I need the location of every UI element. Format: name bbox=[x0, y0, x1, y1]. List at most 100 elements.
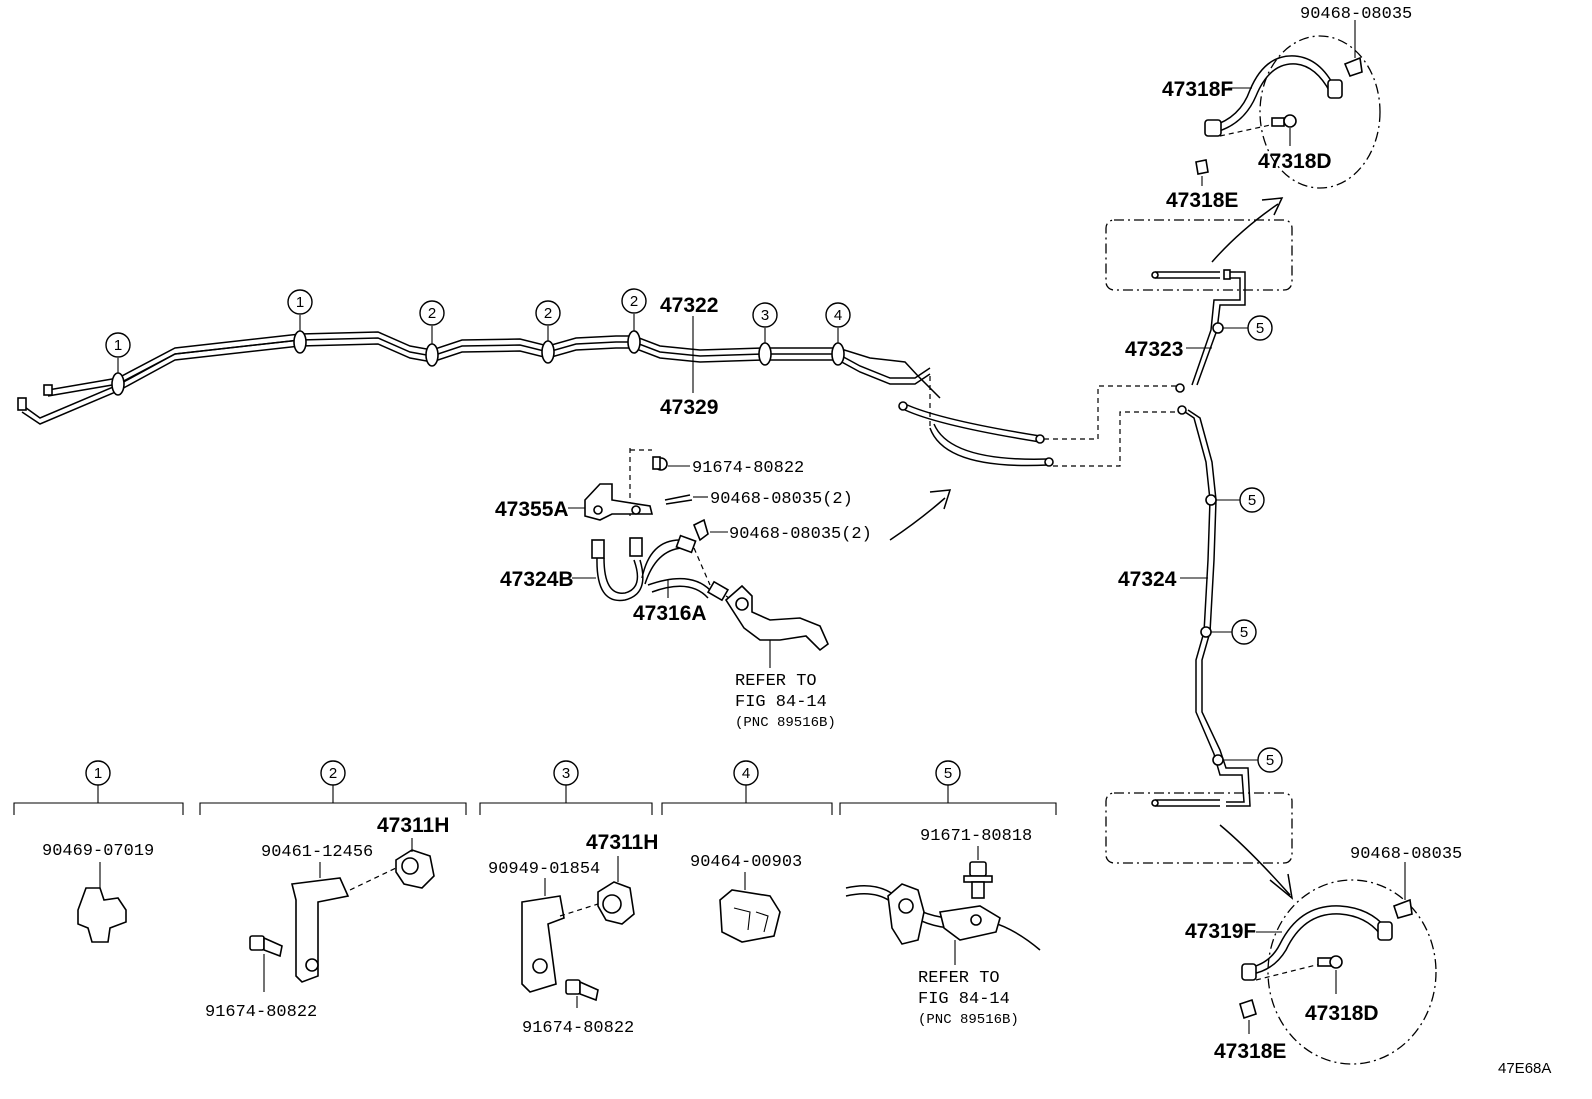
refer-text-g5-2: FIG 84-14 bbox=[918, 990, 1010, 1009]
callout-1 bbox=[287, 289, 313, 315]
part-label-47324: 47324 bbox=[1118, 568, 1177, 591]
clip-icon bbox=[1343, 56, 1363, 77]
callout-2 bbox=[535, 300, 561, 326]
callout-2 bbox=[419, 300, 445, 326]
part-label-90461-12456: 90461-12456 bbox=[261, 843, 373, 862]
callout-5 bbox=[1257, 747, 1283, 773]
refer-text-g5-1: REFER TO bbox=[918, 969, 1000, 988]
legend-2-number: 2 bbox=[329, 765, 337, 782]
part-label-47318E-bottom: 47318E bbox=[1214, 1040, 1286, 1063]
callout-2-label: 2 bbox=[630, 293, 638, 310]
bracket-icon bbox=[584, 483, 654, 521]
part-label-90468-08035-bottom: 90468-08035 bbox=[1350, 845, 1462, 864]
part-label-47311H-a: 47311H bbox=[377, 814, 449, 837]
callout-5-label: 5 bbox=[1256, 320, 1264, 337]
tube-clip bbox=[425, 343, 439, 367]
callout-5 bbox=[1239, 487, 1265, 513]
bolt-icon bbox=[1283, 114, 1297, 128]
part-label-47323: 47323 bbox=[1125, 338, 1183, 361]
callout-5-label: 5 bbox=[1266, 752, 1274, 769]
part-label-90469-07019: 90469-07019 bbox=[42, 842, 154, 861]
legend-group-1: 1 90469-07019 bbox=[13, 760, 184, 943]
bolt-icon bbox=[969, 861, 987, 877]
bracket-icon bbox=[521, 895, 565, 993]
refer-text-3: (PNC 89516B) bbox=[735, 715, 836, 731]
part-label-91674-80822: 91674-80822 bbox=[692, 459, 804, 478]
callout-2-label: 2 bbox=[428, 305, 436, 322]
tube-clip bbox=[111, 372, 125, 396]
main-tube-labels: 47322 47329 bbox=[660, 294, 718, 419]
part-label-47319F: 47319F bbox=[1185, 920, 1256, 943]
bolt-icon bbox=[579, 980, 599, 1002]
callout-3-label: 3 bbox=[761, 307, 769, 324]
main-callouts: 1 1 2 2 2 3 4 bbox=[105, 288, 851, 373]
part-label-47355A: 47355A bbox=[495, 498, 569, 521]
tube-fitting bbox=[43, 384, 53, 396]
callout-4 bbox=[825, 302, 851, 328]
callout-5 bbox=[1231, 619, 1257, 645]
callout-1 bbox=[105, 332, 131, 358]
main-brake-tube-pair bbox=[17, 330, 941, 425]
part-label-91674-80822-a: 91674-80822 bbox=[205, 1003, 317, 1022]
part-label-90468-08035-2a: 90468-08035(2) bbox=[710, 490, 853, 509]
tube-clip bbox=[758, 342, 772, 366]
tube-fitting bbox=[17, 397, 27, 411]
detail-box-bottom bbox=[1105, 792, 1293, 864]
legend-group-2: 2 90461-12456 47311H 91674-80822 bbox=[199, 760, 467, 1022]
callout-1-label: 1 bbox=[296, 294, 304, 311]
part-label-47318E-top: 47318E bbox=[1166, 189, 1238, 212]
clip-icon bbox=[1392, 898, 1413, 919]
tube-clip bbox=[627, 330, 641, 354]
tube-clip bbox=[831, 342, 845, 366]
part-label-47311H-b: 47311H bbox=[586, 831, 658, 854]
part-label-91674-80822-b: 91674-80822 bbox=[522, 1019, 634, 1038]
part-label-90464-00903: 90464-00903 bbox=[690, 853, 802, 872]
legend-group-5: 5 91671-80818 REFER TO FIG 84-14 (PNC 89… bbox=[839, 760, 1057, 1028]
legend-5-number: 5 bbox=[944, 765, 952, 782]
bottom-right-detail: 90468-08035 47319F 47318D 47318E bbox=[1185, 845, 1462, 1065]
hose-bracket-assembly: 91674-80822 90468-08035(2) 90468-08035(2… bbox=[495, 448, 952, 731]
part-label-47329: 47329 bbox=[660, 396, 718, 419]
callout-5-label: 5 bbox=[1240, 624, 1248, 641]
part-label-90468-08035-2b: 90468-08035(2) bbox=[729, 525, 872, 544]
part-label-47318D-top: 47318D bbox=[1258, 150, 1332, 173]
hose-fitting bbox=[629, 537, 643, 557]
body-bracket-icon bbox=[724, 584, 829, 652]
part-label-47318F: 47318F bbox=[1162, 78, 1233, 101]
part-label-91671-80818: 91671-80818 bbox=[920, 827, 1032, 846]
tube-clip bbox=[541, 340, 555, 364]
part-label-47316A: 47316A bbox=[633, 602, 707, 625]
legend-4-number: 4 bbox=[742, 765, 750, 782]
refer-text-g5-3: (PNC 89516B) bbox=[918, 1012, 1019, 1028]
callout-5-label: 5 bbox=[1248, 492, 1256, 509]
clip-icon bbox=[692, 518, 709, 542]
right-side-tubes: 5 47323 5 5 5 47324 bbox=[1105, 197, 1294, 900]
legend-group-4: 4 90464-00903 bbox=[661, 760, 833, 943]
bolt-icon bbox=[1329, 955, 1343, 969]
diagram-id: 47E68A bbox=[1498, 1060, 1551, 1077]
legend-3-number: 3 bbox=[562, 765, 570, 782]
callout-2 bbox=[621, 288, 647, 314]
part-label-47318D-bottom: 47318D bbox=[1305, 1002, 1379, 1025]
tube-clip bbox=[293, 330, 307, 354]
clamp-icon bbox=[887, 883, 925, 945]
callout-1-label: 1 bbox=[114, 337, 122, 354]
legend-1-number: 1 bbox=[94, 765, 102, 782]
top-right-detail: 90468-08035 47318F 47318D 47318E bbox=[1162, 5, 1412, 212]
refer-text-1: REFER TO bbox=[735, 672, 817, 691]
bracket-icon bbox=[291, 877, 350, 983]
legend-group-3: 3 90949-01854 47311H 91674-80822 bbox=[479, 760, 658, 1038]
callout-2-label: 2 bbox=[544, 305, 552, 322]
detail-box-top bbox=[1105, 219, 1293, 291]
refer-text-2: FIG 84-14 bbox=[735, 693, 827, 712]
callout-5 bbox=[1247, 315, 1273, 341]
part-label-47324B: 47324B bbox=[500, 568, 574, 591]
callout-4-label: 4 bbox=[834, 307, 842, 324]
bolt-icon bbox=[263, 936, 283, 958]
hose-fitting bbox=[591, 539, 605, 559]
part-label-90949-01854: 90949-01854 bbox=[488, 860, 600, 879]
detail-circle-top bbox=[1259, 35, 1381, 189]
detail-circle-bottom bbox=[1267, 879, 1437, 1065]
clip-icon bbox=[77, 887, 127, 943]
